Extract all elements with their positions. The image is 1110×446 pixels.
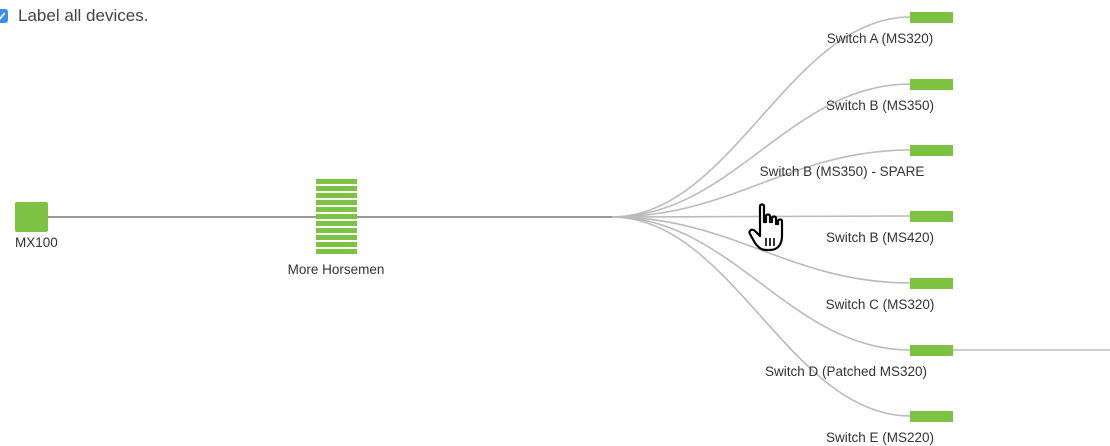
stack-member-1 [316,179,357,184]
checkbox-checked-icon[interactable] [0,9,8,23]
switch-label: Switch B (MS350) - SPARE [760,164,925,179]
switch-device-6[interactable]: Switch D (Patched MS320) [765,345,953,379]
mx100-icon[interactable] [15,202,48,232]
switch-link-6 [611,216,911,351]
switch-device-7[interactable]: Switch E (MS220) [826,411,953,445]
stack-member-6 [316,214,357,219]
switch-icon[interactable] [910,211,953,222]
stack-member-11 [316,249,357,254]
topology-links [48,16,1110,417]
stack-member-10 [316,242,357,247]
device-mx100[interactable]: MX100 [15,202,58,250]
switch-link-2 [611,83,911,218]
switch-label: Switch A (MS320) [827,31,934,46]
switch-device-5[interactable]: Switch C (MS320) [826,278,953,312]
switch-link-5 [611,216,911,284]
stack-member-8 [316,228,357,233]
switch-link-7 [611,216,911,417]
switch-device-4[interactable]: Switch B (MS420) [826,211,953,245]
switch-device-3[interactable]: Switch B (MS350) - SPARE [760,145,953,179]
switch-icon[interactable] [910,345,953,356]
device-more-horsemen-label: More Horsemen [288,262,385,277]
stack-member-9 [316,235,357,240]
stack-member-2 [316,186,357,191]
device-more-horsemen[interactable]: More Horsemen [288,179,385,277]
switch-icon[interactable] [910,79,953,90]
device-mx100-label: MX100 [15,235,58,250]
switch-icon[interactable] [910,12,953,23]
hand-pointer-icon [748,203,784,252]
switch-label: Switch D (Patched MS320) [765,364,927,379]
switch-icon[interactable] [910,411,953,422]
switch-icon[interactable] [910,278,953,289]
switch-icon[interactable] [910,145,953,156]
switch-group: Switch A (MS320) Switch B (MS350) Switch B… [760,12,953,445]
switch-label: Switch E (MS220) [826,430,934,445]
switch-device-1[interactable]: Switch A (MS320) [827,12,953,46]
switch-label: Switch C (MS320) [826,297,935,312]
switch-link-3 [611,149,911,218]
switch-device-2[interactable]: Switch B (MS350) [826,79,953,113]
label-all-devices-option[interactable]: Label all devices. [0,6,148,26]
stack-member-3 [316,193,357,198]
stack-member-5 [316,207,357,212]
switch-link-1 [611,16,911,218]
stack-member-4 [316,200,357,205]
stack-member-7 [316,221,357,226]
label-all-devices-label: Label all devices. [18,6,149,25]
switch-label: Switch B (MS350) [826,98,934,113]
switch-label: Switch B (MS420) [826,230,934,245]
